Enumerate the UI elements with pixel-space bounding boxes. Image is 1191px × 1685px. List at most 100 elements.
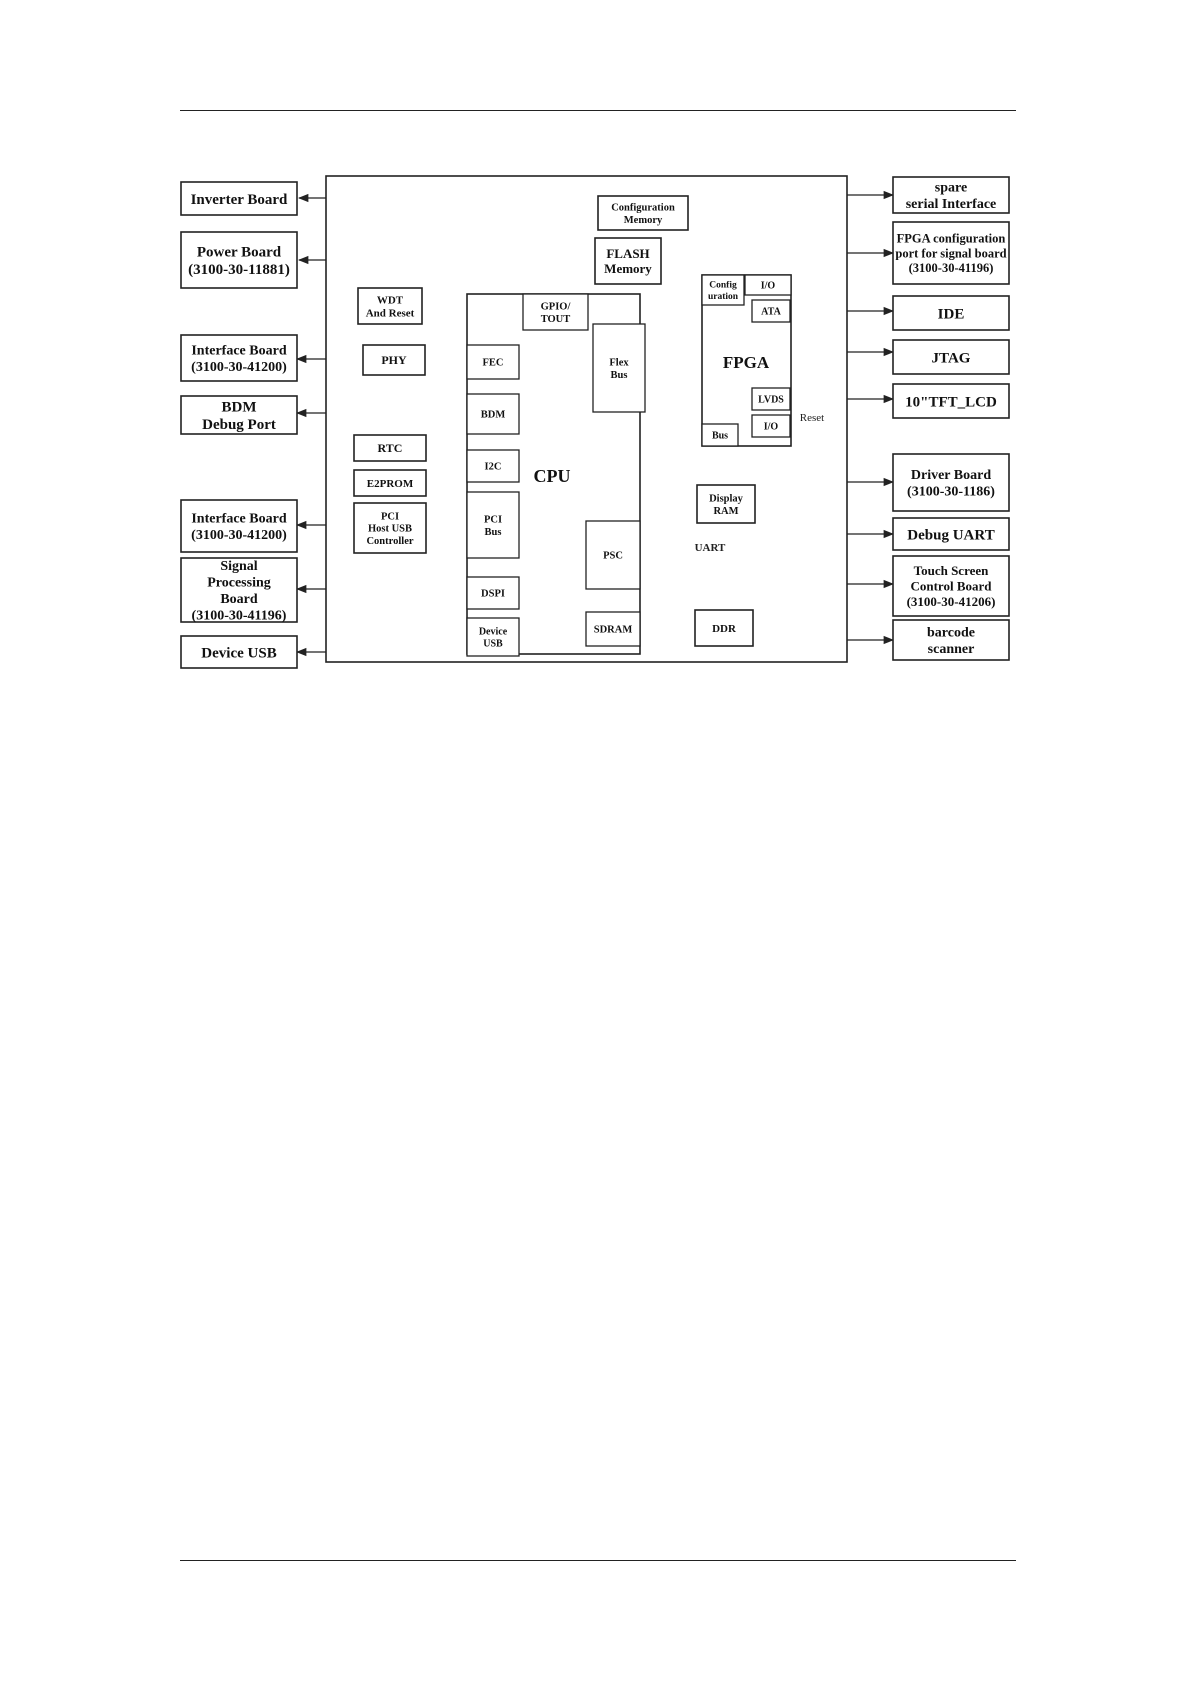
fpga-label: FPGA [723,353,770,372]
inner-cfgmem-box [597,195,689,231]
left-power-label: (3100-30-11881) [188,262,290,278]
fpga-port-ata-label: ATA [761,307,781,318]
right-fpgacfg-box [892,221,1010,285]
inner-cfgmem-label: Memory [624,215,663,226]
inner-cfgmem-label: Configuration [611,202,675,213]
cpu-port-devusbport-label: Device [479,627,508,638]
inner-ddr-box [694,609,754,647]
left-iface1-label: Interface Board [191,344,286,359]
inner-phy-label: PHY [381,353,407,367]
fpga-port-io-bot-box [751,414,791,438]
cpu-port-gpio-label: TOUT [541,314,571,325]
right-dbguart-label: Debug UART [907,527,994,543]
cpu-port-pcibus-label: Bus [485,527,502,538]
left-signal-box [180,557,298,623]
right-touch-label: (3100-30-41206) [907,594,996,609]
right-lcd-box [892,383,1010,419]
right-jtag-box [892,339,1010,375]
left-inverter-box [180,181,298,216]
cpu-port-bdm-label: BDM [481,410,506,421]
inner-rtc-box [353,434,427,462]
fpga-port-bus-box [701,423,739,447]
cpu-port-bdm-box [466,393,520,435]
left-bdm-port-label: Debug Port [202,417,276,433]
right-dbguart-box [892,517,1010,551]
cpu-port-devusbport-box [466,617,520,657]
fpga-port-io-top-label: I/O [761,281,776,292]
cpu-port-flexbus-label: Flex [609,357,629,368]
cpu-port-dspi-label: DSPI [481,589,505,600]
right-fpgacfg-label: port for signal board [895,246,1006,260]
footer-rule [180,1560,1016,1561]
right-fpgacfg-label: (3100-30-41196) [909,261,994,275]
inner-wdt-label: And Reset [366,307,415,319]
cpu-label: CPU [534,466,571,486]
fpga-port-config-box [701,274,745,306]
uart-signal-label: UART [695,542,726,554]
inner-dispram-box [696,484,756,524]
right-touch-box [892,555,1010,617]
right-barcode-label: barcode [927,626,975,641]
right-jtag-label: JTAG [932,350,971,366]
cpu-port-sdram-label: SDRAM [594,625,633,636]
left-iface1-label: (3100-30-41200) [191,360,287,375]
cpu-port-gpio-label: GPIO/ [541,301,572,312]
cpu-port-pcibus-box [466,491,520,559]
cpu-port-flexbus-label: Bus [611,370,628,381]
fpga-port-lvds-box [751,387,791,411]
fpga-port-io-top-box [744,274,792,296]
right-barcode-label: scanner [928,642,975,657]
inner-flash-label: Memory [604,261,652,276]
cpu-port-pcibus-label: PCI [484,514,502,525]
inner-e2prom-box [353,469,427,497]
cpu-port-psc-box [585,520,641,590]
right-spare-box [892,176,1010,214]
right-spare-label: spare [935,181,967,196]
right-barcode-box [892,619,1010,661]
inner-dispram-label: Display [709,493,744,504]
right-fpgacfg-label: FPGA configuration [897,232,1006,246]
fpga-port-config-label: uration [708,292,739,302]
inner-flash-label: FLASH [606,246,649,261]
cpu-port-sdram-box [585,611,641,647]
inner-pcihost-box [353,502,427,554]
right-ide-box [892,295,1010,331]
inner-pcihost-label: PCI [381,511,399,522]
left-bdm-port-label: BDM [222,399,257,415]
inner-wdt-label: WDT [377,294,404,306]
right-driver-label: (3100-30-1186) [907,485,995,500]
left-devusb-label: Device USB [201,645,276,661]
left-iface2-box [180,499,298,553]
left-iface1-box [180,334,298,382]
right-touch-label: Touch Screen [914,563,990,578]
left-iface2-label: Interface Board [191,512,286,527]
right-spare-label: serial Interface [906,197,997,212]
cpu-port-devusbport-label: USB [483,638,503,649]
cpu-port-gpio-box [522,293,589,331]
reset-signal-label: Reset [800,412,824,424]
inner-rtc-label: RTC [378,441,403,455]
left-signal-label: Processing [207,576,271,591]
fpga-port-bus-label: Bus [712,431,728,442]
fpga-port-io-bot-label: I/O [764,422,779,433]
fpga-port-ata-box [751,299,791,323]
cpu-port-i2c-box [466,449,520,483]
left-signal-label: Signal [220,559,257,574]
inner-e2prom-label: E2PROM [367,478,414,490]
fpga-port-config-label: Config [709,281,737,291]
inner-phy-box [362,344,426,376]
cpu-port-dspi-box [466,576,520,610]
inner-pcihost-label: Controller [366,536,413,547]
inner-pcihost-label: Host USB [368,524,412,535]
inner-flash-box [594,237,662,285]
left-inverter-label: Inverter Board [191,192,288,208]
left-iface2-label: (3100-30-41200) [191,528,287,543]
inner-wdt-box [357,287,423,325]
right-ide-label: IDE [938,306,965,322]
cpu-port-fec-box [466,344,520,380]
right-touch-label: Control Board [910,579,992,594]
fpga-port-lvds-label: LVDS [758,395,784,406]
cpu-port-flexbus-box [592,323,646,413]
inner-dispram-label: RAM [713,506,738,517]
